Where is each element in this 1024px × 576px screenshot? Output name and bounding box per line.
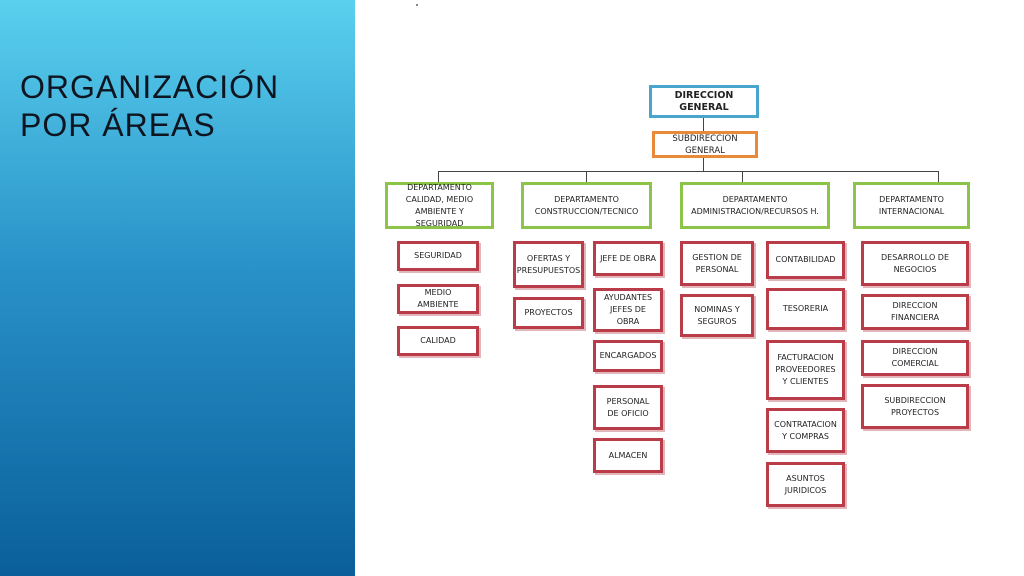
- slide-title: ORGANIZACIÓN POR ÁREAS: [20, 68, 279, 144]
- unit-encargados: ENCARGADOS: [593, 340, 663, 372]
- connector-dept-3: [742, 171, 743, 182]
- stray-mark: [416, 4, 418, 6]
- dept-internacional-box: DEPARTAMENTO INTERNACIONAL: [853, 182, 970, 229]
- connector-root-sub: [703, 118, 704, 131]
- unit-almacen: ALMACEN: [593, 438, 663, 473]
- org-chart: DIRECCION GENERAL SUBDIRECCION GENERAL D…: [370, 0, 1024, 576]
- unit-tesoreria: TESORERIA: [766, 288, 845, 330]
- unit-personal-de-oficio: PERSONAL DE OFICIO: [593, 385, 663, 430]
- dept-construccion-box: DEPARTAMENTO CONSTRUCCION/TECNICO: [521, 182, 652, 229]
- connector-dept-1: [438, 171, 439, 182]
- unit-contratacion-y-compras: CONTRATACION Y COMPRAS: [766, 408, 845, 453]
- unit-proyectos: PROYECTOS: [513, 297, 584, 329]
- unit-desarrollo-de-negocios: DESARROLLO DE NEGOCIOS: [861, 241, 969, 286]
- slide-title-line-1: ORGANIZACIÓN: [20, 69, 280, 105]
- dept-administracion-box: DEPARTAMENTO ADMINISTRACION/RECURSOS H.: [680, 182, 830, 229]
- direccion-general-box: DIRECCION GENERAL: [649, 85, 759, 118]
- unit-nominas-y-seguros: NOMINAS Y SEGUROS: [680, 294, 754, 337]
- subdireccion-general-box: SUBDIRECCION GENERAL: [652, 131, 758, 158]
- unit-asuntos-juridicos: ASUNTOS JURIDICOS: [766, 462, 845, 507]
- unit-direccion-comercial: DIRECCION COMERCIAL: [861, 340, 969, 376]
- unit-subdireccion-proyectos: SUBDIRECCION PROYECTOS: [861, 384, 969, 429]
- unit-seguridad: SEGURIDAD: [397, 241, 479, 271]
- unit-ofertas-presupuestos: OFERTAS Y PRESUPUESTOS: [513, 241, 584, 288]
- connector-dept-4: [938, 171, 939, 182]
- unit-calidad: CALIDAD: [397, 326, 479, 356]
- unit-jefe-de-obra: JEFE DE OBRA: [593, 241, 663, 276]
- unit-facturacion: FACTURACION PROVEEDORES Y CLIENTES: [766, 340, 845, 400]
- dept-calidad-box: DEPARTAMENTO CALIDAD, MEDIO AMBIENTE Y S…: [385, 182, 494, 229]
- unit-gestion-de-personal: GESTION DE PERSONAL: [680, 241, 754, 286]
- unit-ayudantes-jefes-de-obra: AYUDANTES JEFES DE OBRA: [593, 288, 663, 332]
- unit-medio-ambiente: MEDIO AMBIENTE: [397, 284, 479, 314]
- unit-direccion-financiera: DIRECCION FINANCIERA: [861, 294, 969, 330]
- slide-title-line-2: POR ÁREAS: [20, 107, 216, 143]
- title-panel: [0, 0, 355, 576]
- connector-dept-2: [586, 171, 587, 182]
- unit-contabilidad: CONTABILIDAD: [766, 241, 845, 279]
- connector-bus: [438, 171, 938, 172]
- connector-sub-bus: [703, 158, 704, 171]
